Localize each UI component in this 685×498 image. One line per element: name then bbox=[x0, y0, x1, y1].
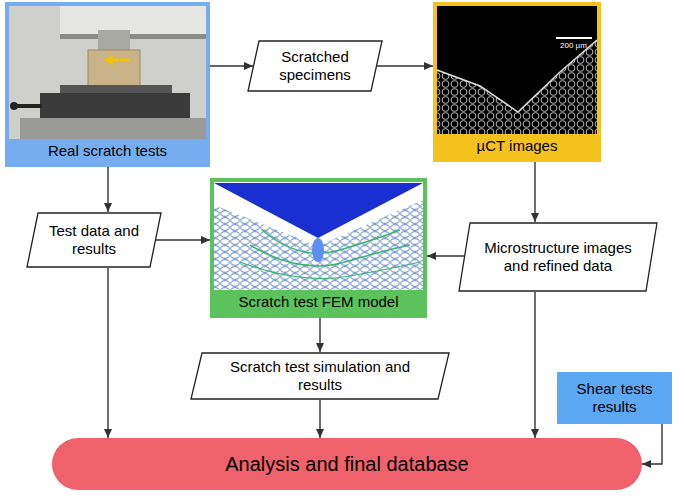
flow-arrow bbox=[319, 400, 320, 438]
data-parallelogram: Scratch test simulation and results bbox=[190, 352, 450, 400]
photo-box: µCT images bbox=[433, 2, 601, 162]
node-label: Scratched specimens bbox=[267, 48, 363, 84]
flow-arrow bbox=[377, 65, 433, 66]
data-parallelogram: Microstructure images and refined data bbox=[458, 222, 658, 292]
photo-box: Real scratch tests bbox=[5, 2, 210, 167]
box-caption: µCT images bbox=[437, 134, 597, 158]
fem-image bbox=[214, 182, 423, 290]
flow-arrow bbox=[642, 424, 662, 464]
data-parallelogram: Test data and results bbox=[26, 212, 162, 268]
flow-arrow bbox=[319, 318, 320, 352]
data-parallelogram: Scratched specimens bbox=[247, 40, 383, 92]
flow-arrow bbox=[156, 239, 210, 240]
parallelogram-shape bbox=[248, 41, 382, 91]
node-label: Shear tests results bbox=[569, 380, 660, 416]
node-label: Test data and results bbox=[48, 222, 140, 258]
test-photo bbox=[9, 6, 206, 140]
process-box: Shear tests results bbox=[557, 372, 672, 424]
flow-arrow bbox=[534, 162, 535, 222]
scale-label: 200 µm bbox=[560, 41, 587, 50]
flow-arrow bbox=[534, 292, 535, 438]
ct-image bbox=[437, 6, 597, 134]
terminal-pill: Analysis and final database bbox=[52, 438, 642, 490]
parallelogram-shape bbox=[459, 223, 657, 291]
node-label: Microstructure images and refined data bbox=[482, 239, 634, 275]
box-caption: Real scratch tests bbox=[9, 139, 206, 163]
parallelogram-shape bbox=[27, 213, 161, 267]
model-box: Scratch test FEM model bbox=[210, 178, 427, 318]
node-label: Scratch test simulation and results bbox=[220, 358, 420, 394]
flow-arrow bbox=[210, 65, 253, 66]
flow-arrow bbox=[427, 255, 464, 256]
flow-arrow bbox=[107, 268, 108, 438]
parallelogram-shape bbox=[191, 353, 449, 399]
box-caption: Scratch test FEM model bbox=[214, 290, 423, 314]
flow-arrow bbox=[107, 167, 108, 212]
node-label: Analysis and final database bbox=[225, 453, 469, 476]
